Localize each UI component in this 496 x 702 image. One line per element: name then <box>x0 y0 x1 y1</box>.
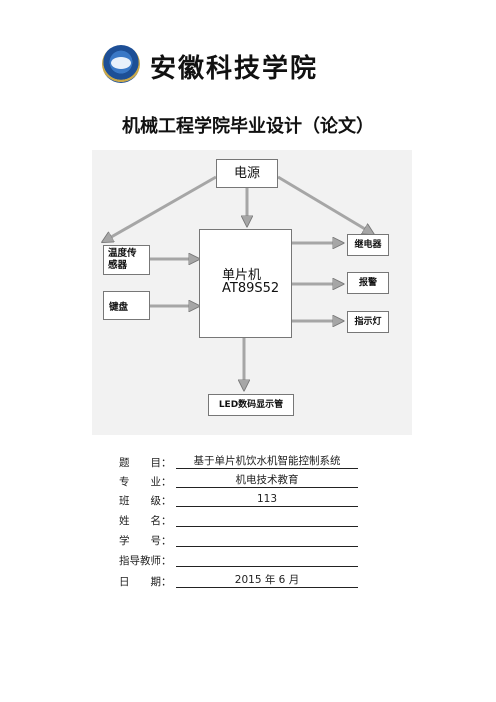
diagram-arrows <box>92 175 412 435</box>
major-label: 专 业： <box>119 476 172 488</box>
alarm-label: 报警 <box>358 278 377 288</box>
mcu-label-cn: 单片机 <box>222 268 262 283</box>
power-box: 电源 <box>216 159 278 188</box>
temp-sensor-label-2: 感器 <box>108 260 128 271</box>
indicator-label: 指示灯 <box>354 317 382 327</box>
topic-label: 题 目： <box>119 457 172 469</box>
temp-sensor-label-1: 温度传 <box>108 248 137 259</box>
class-label: 班 级： <box>119 495 172 507</box>
led-display-label: LED数码显示管 <box>218 400 284 410</box>
relay-label: 继电器 <box>354 240 382 250</box>
relay-box: 继电器 <box>347 234 389 256</box>
temp-sensor-box: 温度传 感器 <box>103 245 150 275</box>
name-field <box>176 512 358 527</box>
power-label: 电源 <box>233 166 260 181</box>
student-id-label: 学 号： <box>119 535 172 547</box>
class-field: 113 <box>176 492 358 507</box>
name-label: 姓 名： <box>119 515 172 527</box>
led-display-box: LED数码显示管 <box>208 394 294 416</box>
advisor-field <box>176 552 358 567</box>
school-logo-icon <box>102 45 140 83</box>
date-label: 日 期： <box>119 576 172 588</box>
indicator-box: 指示灯 <box>347 311 389 333</box>
arrow-power-temp <box>106 175 217 240</box>
document-title: 机械工程学院毕业设计（论文） <box>122 116 374 137</box>
arrow-power-relay <box>277 175 370 232</box>
keyboard-label: 键盘 <box>109 302 129 313</box>
advisor-label: 指导教师： <box>119 555 172 567</box>
date-field: 2015 年 6 月 <box>176 573 358 588</box>
student-id-field <box>176 532 358 547</box>
major-field: 机电技术教育 <box>176 473 358 488</box>
block-diagram: 电源 单片机 AT89S52 温度传 感器 键盘 继电器 报警 指示灯 LED数… <box>92 150 412 435</box>
mcu-box: 单片机 AT89S52 <box>199 229 292 338</box>
mcu-label-model: AT89S52 <box>222 281 280 296</box>
school-name: 安徽科技学院 <box>150 54 319 84</box>
alarm-box: 报警 <box>347 272 389 294</box>
keyboard-box: 键盘 <box>103 291 150 320</box>
topic-field: 基于单片机饮水机智能控制系统 <box>176 454 358 469</box>
